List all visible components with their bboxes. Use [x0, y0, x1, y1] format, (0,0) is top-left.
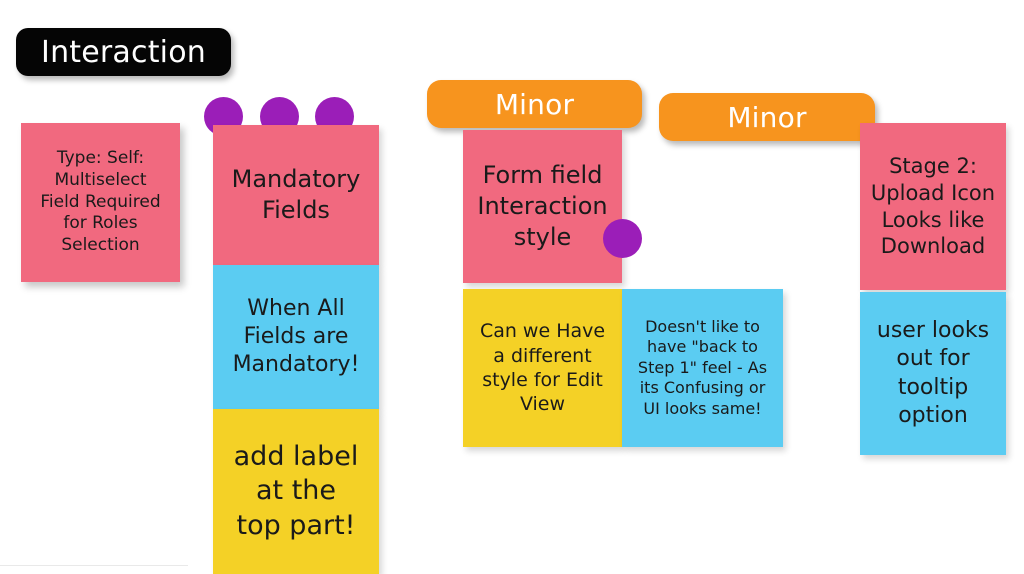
sticky-note-when-all-fields[interactable]: When All Fields are Mandatory!: [213, 265, 379, 409]
sticky-note-tooltip-option[interactable]: user looks out for tooltip option: [860, 292, 1006, 455]
section-title-label: Interaction: [41, 34, 206, 70]
bottom-divider: [0, 565, 188, 566]
priority-badge-minor-left[interactable]: Minor: [427, 80, 642, 128]
priority-badge-minor-right[interactable]: Minor: [659, 93, 875, 141]
sticky-note-add-label[interactable]: add label at the top part!: [213, 409, 379, 574]
sticky-note-text: Can we Have a different style for Edit V…: [479, 320, 606, 416]
section-title-interaction[interactable]: Interaction: [16, 28, 231, 76]
sticky-note-stage-2-upload-icon[interactable]: Stage 2: Upload Icon Looks like Download: [860, 123, 1006, 290]
vote-dot-icon[interactable]: [603, 219, 642, 258]
sticky-note-text: Stage 2: Upload Icon Looks like Download: [870, 153, 996, 259]
sticky-note-text: user looks out for tooltip option: [876, 318, 990, 428]
sticky-note-type-self[interactable]: Type: Self: Multiselect Field Required f…: [21, 123, 180, 282]
sticky-note-text: Form field Interaction style: [477, 161, 608, 251]
sticky-note-text: When All Fields are Mandatory!: [232, 295, 360, 378]
priority-badge-label: Minor: [494, 87, 575, 121]
sticky-note-text: Doesn't like to have "back to Step 1" fe…: [637, 316, 768, 418]
sticky-note-form-field-interaction-style[interactable]: Form field Interaction style: [463, 130, 622, 283]
sticky-note-text: add label at the top part!: [233, 440, 359, 541]
sticky-note-back-to-step-1[interactable]: Doesn't like to have "back to Step 1" fe…: [622, 289, 783, 447]
priority-badge-label: Minor: [727, 100, 807, 134]
sticky-note-text: Type: Self: Multiselect Field Required f…: [40, 148, 161, 256]
sticky-note-text: Mandatory Fields: [231, 165, 361, 224]
sticky-note-edit-view-style[interactable]: Can we Have a different style for Edit V…: [463, 289, 622, 447]
sticky-note-mandatory-fields[interactable]: Mandatory Fields: [213, 125, 379, 265]
